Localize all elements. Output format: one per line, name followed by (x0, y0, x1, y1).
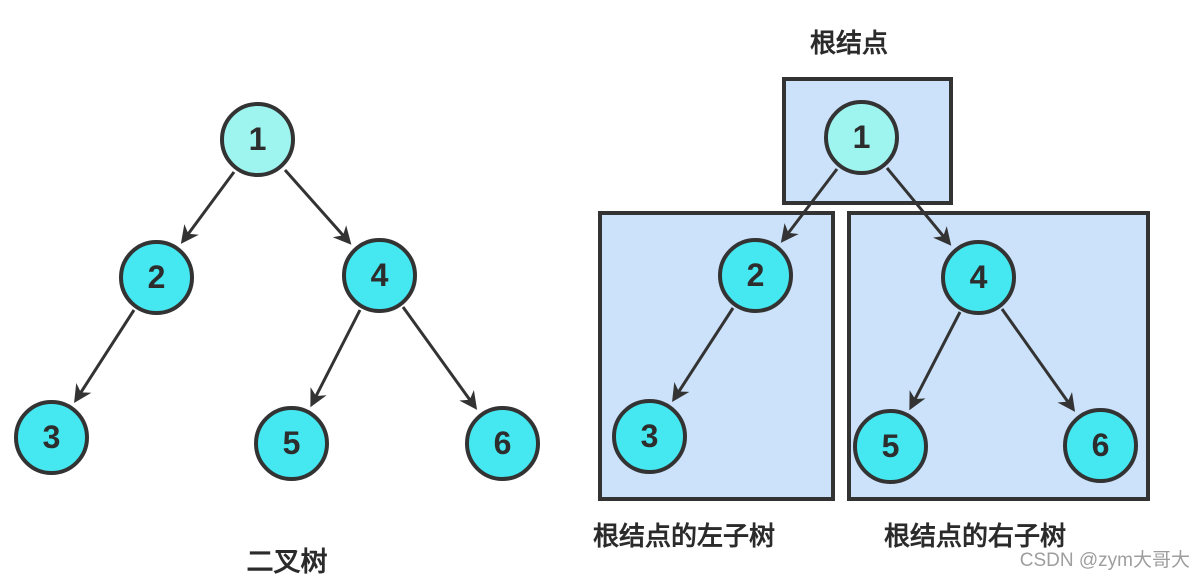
left-edge-2-3 (74, 309, 136, 404)
right-tree-node-4: 4 (941, 240, 1016, 315)
left-tree-node-5: 5 (254, 406, 329, 481)
left-tree-node-1: 1 (220, 102, 295, 177)
right-tree-node-6: 6 (1063, 408, 1138, 483)
left-diagram-caption: 二叉树 (246, 547, 328, 574)
left-edge-1-4 (283, 169, 352, 245)
left-tree-node-3: 3 (14, 400, 89, 475)
left-edge-4-5 (310, 309, 362, 408)
left-edge-1-2 (180, 171, 236, 244)
left-tree-node-4: 4 (342, 238, 417, 313)
root-node-label: 根结点 (809, 28, 888, 58)
right-tree-node-2: 2 (718, 238, 793, 313)
right-subtree-label: 根结点的右子树 (884, 521, 1067, 551)
csdn-watermark: CSDN @zym大哥大 (1019, 550, 1190, 571)
right-tree-node-1: 1 (824, 100, 899, 175)
right-tree-node-5: 5 (853, 409, 928, 484)
right-tree-node-3: 3 (612, 399, 687, 474)
left-subtree-label: 根结点的左子树 (593, 521, 776, 551)
left-tree-node-6: 6 (465, 406, 540, 481)
left-edge-4-6 (401, 306, 478, 410)
left-tree-node-2: 2 (119, 240, 194, 315)
